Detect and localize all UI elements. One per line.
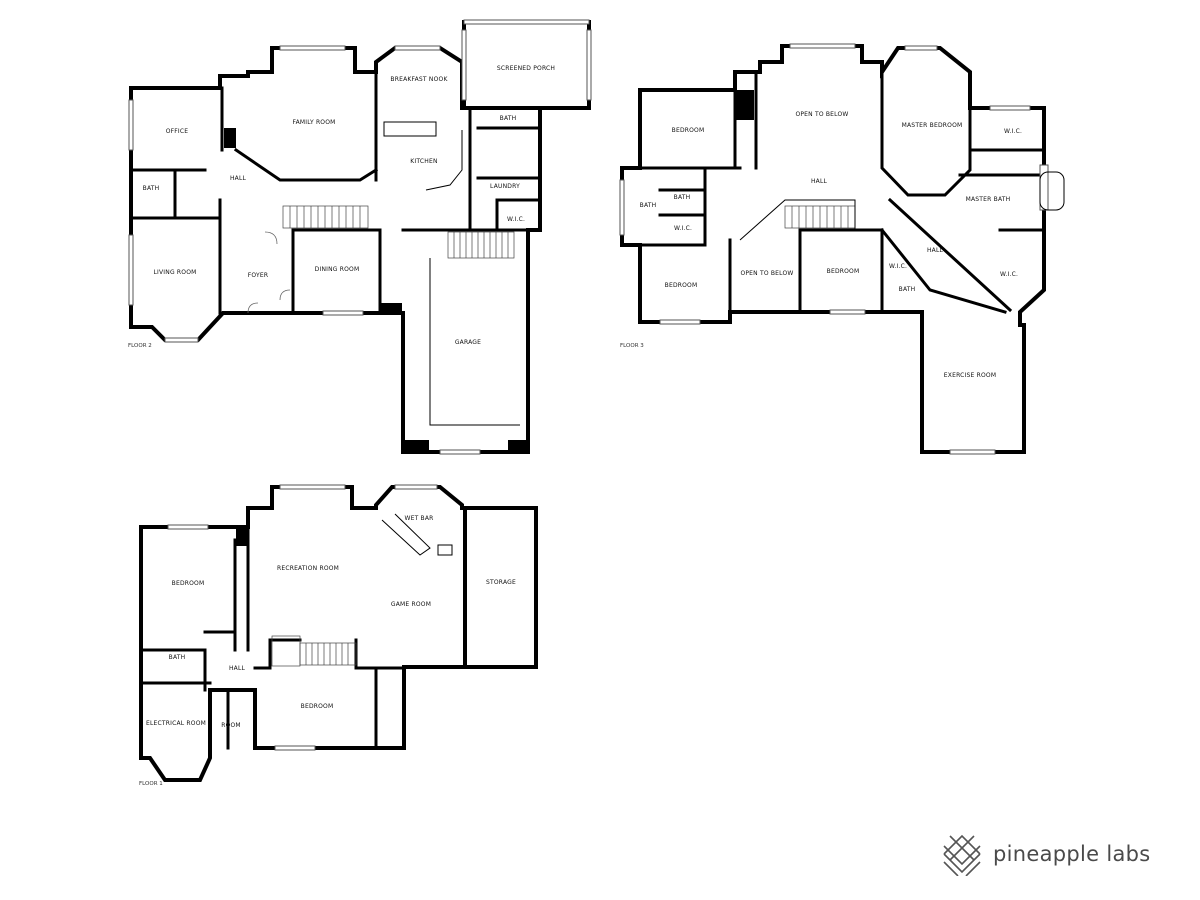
room-label-exercise-room: EXERCISE ROOM xyxy=(944,372,996,379)
room-label-family-room: FAMILY ROOM xyxy=(292,119,335,126)
room-label-bath-mid: BATH xyxy=(899,286,916,293)
room-label-hall-f1: HALL xyxy=(229,665,246,672)
room-label-master-bath: MASTER BATH xyxy=(966,196,1011,203)
room-label-room: ROOM xyxy=(221,722,241,729)
room-label-wic-mid: W.I.C. xyxy=(889,263,907,270)
room-label-wic: W.I.C. xyxy=(507,216,525,223)
floor-2-label: FLOOR 2 xyxy=(128,343,152,349)
floor-3-plan: BEDROOM OPEN TO BELOW MASTER BEDROOM W.I… xyxy=(619,43,1065,455)
brand: pineapple labs xyxy=(940,832,1180,876)
room-label-foyer: FOYER xyxy=(248,272,268,279)
floor-3-outer-wall xyxy=(620,44,1046,454)
floor-1-outer-wall xyxy=(139,485,538,782)
room-label-wet-bar: WET BAR xyxy=(404,515,433,522)
room-label-bedroom-mid: BEDROOM xyxy=(827,268,860,275)
room-label-bedroom-sw: BEDROOM xyxy=(665,282,698,289)
floor-2-plan: OFFICE FAMILY ROOM BREAKFAST NOOK SCREEN… xyxy=(128,19,592,455)
room-label-bath-f1: BATH xyxy=(169,654,186,661)
room-label-hall: HALL xyxy=(230,175,247,182)
floor-3-label: FLOOR 3 xyxy=(620,343,644,349)
room-label-hall-diag: HALL xyxy=(927,247,944,254)
room-label-bedroom-nw: BEDROOM xyxy=(672,127,705,134)
room-label-wic-right: W.I.C. xyxy=(1000,271,1018,278)
room-label-open-to-below-top: OPEN TO BELOW xyxy=(795,111,848,118)
room-label-living-room: LIVING ROOM xyxy=(153,269,196,276)
pineapple-labs-logo-icon xyxy=(943,834,981,876)
room-label-bath-small: BATH xyxy=(674,194,691,201)
room-label-garage: GARAGE xyxy=(455,339,481,346)
room-label-wic-master: W.I.C. xyxy=(1004,128,1022,135)
room-label-kitchen: KITCHEN xyxy=(410,158,437,165)
room-label-recreation-room: RECREATION ROOM xyxy=(277,565,339,572)
room-label-laundry: LAUNDRY xyxy=(490,183,520,190)
room-label-screened-porch: SCREENED PORCH xyxy=(497,65,555,72)
brand-name: pineapple labs xyxy=(993,842,1151,866)
floor-1-plan: WET BAR RECREATION ROOM BEDROOM GAME ROO… xyxy=(139,484,538,787)
storage-wall xyxy=(463,506,538,669)
room-label-dining-room: DINING ROOM xyxy=(315,266,360,273)
room-label-bedroom-bottom: BEDROOM xyxy=(301,703,334,710)
room-label-breakfast-nook: BREAKFAST NOOK xyxy=(390,76,448,83)
room-label-bath: BATH xyxy=(143,185,160,192)
room-label-bedroom-left: BEDROOM xyxy=(172,580,205,587)
room-label-bath-left: BATH xyxy=(640,202,657,209)
room-label-hall-f3: HALL xyxy=(811,178,828,185)
room-label-storage: STORAGE xyxy=(486,579,516,586)
room-label-master-bedroom: MASTER BEDROOM xyxy=(902,122,963,129)
room-label-open-to-below-bottom: OPEN TO BELOW xyxy=(740,270,793,277)
room-label-bath-porch: BATH xyxy=(500,115,517,122)
room-label-wic-left: W.I.C. xyxy=(674,225,692,232)
room-label-office: OFFICE xyxy=(166,128,189,135)
floor-1-label: FLOOR 1 xyxy=(139,781,163,787)
room-label-game-room: GAME ROOM xyxy=(391,601,431,608)
room-label-electrical-room: ELECTRICAL ROOM xyxy=(146,720,206,727)
